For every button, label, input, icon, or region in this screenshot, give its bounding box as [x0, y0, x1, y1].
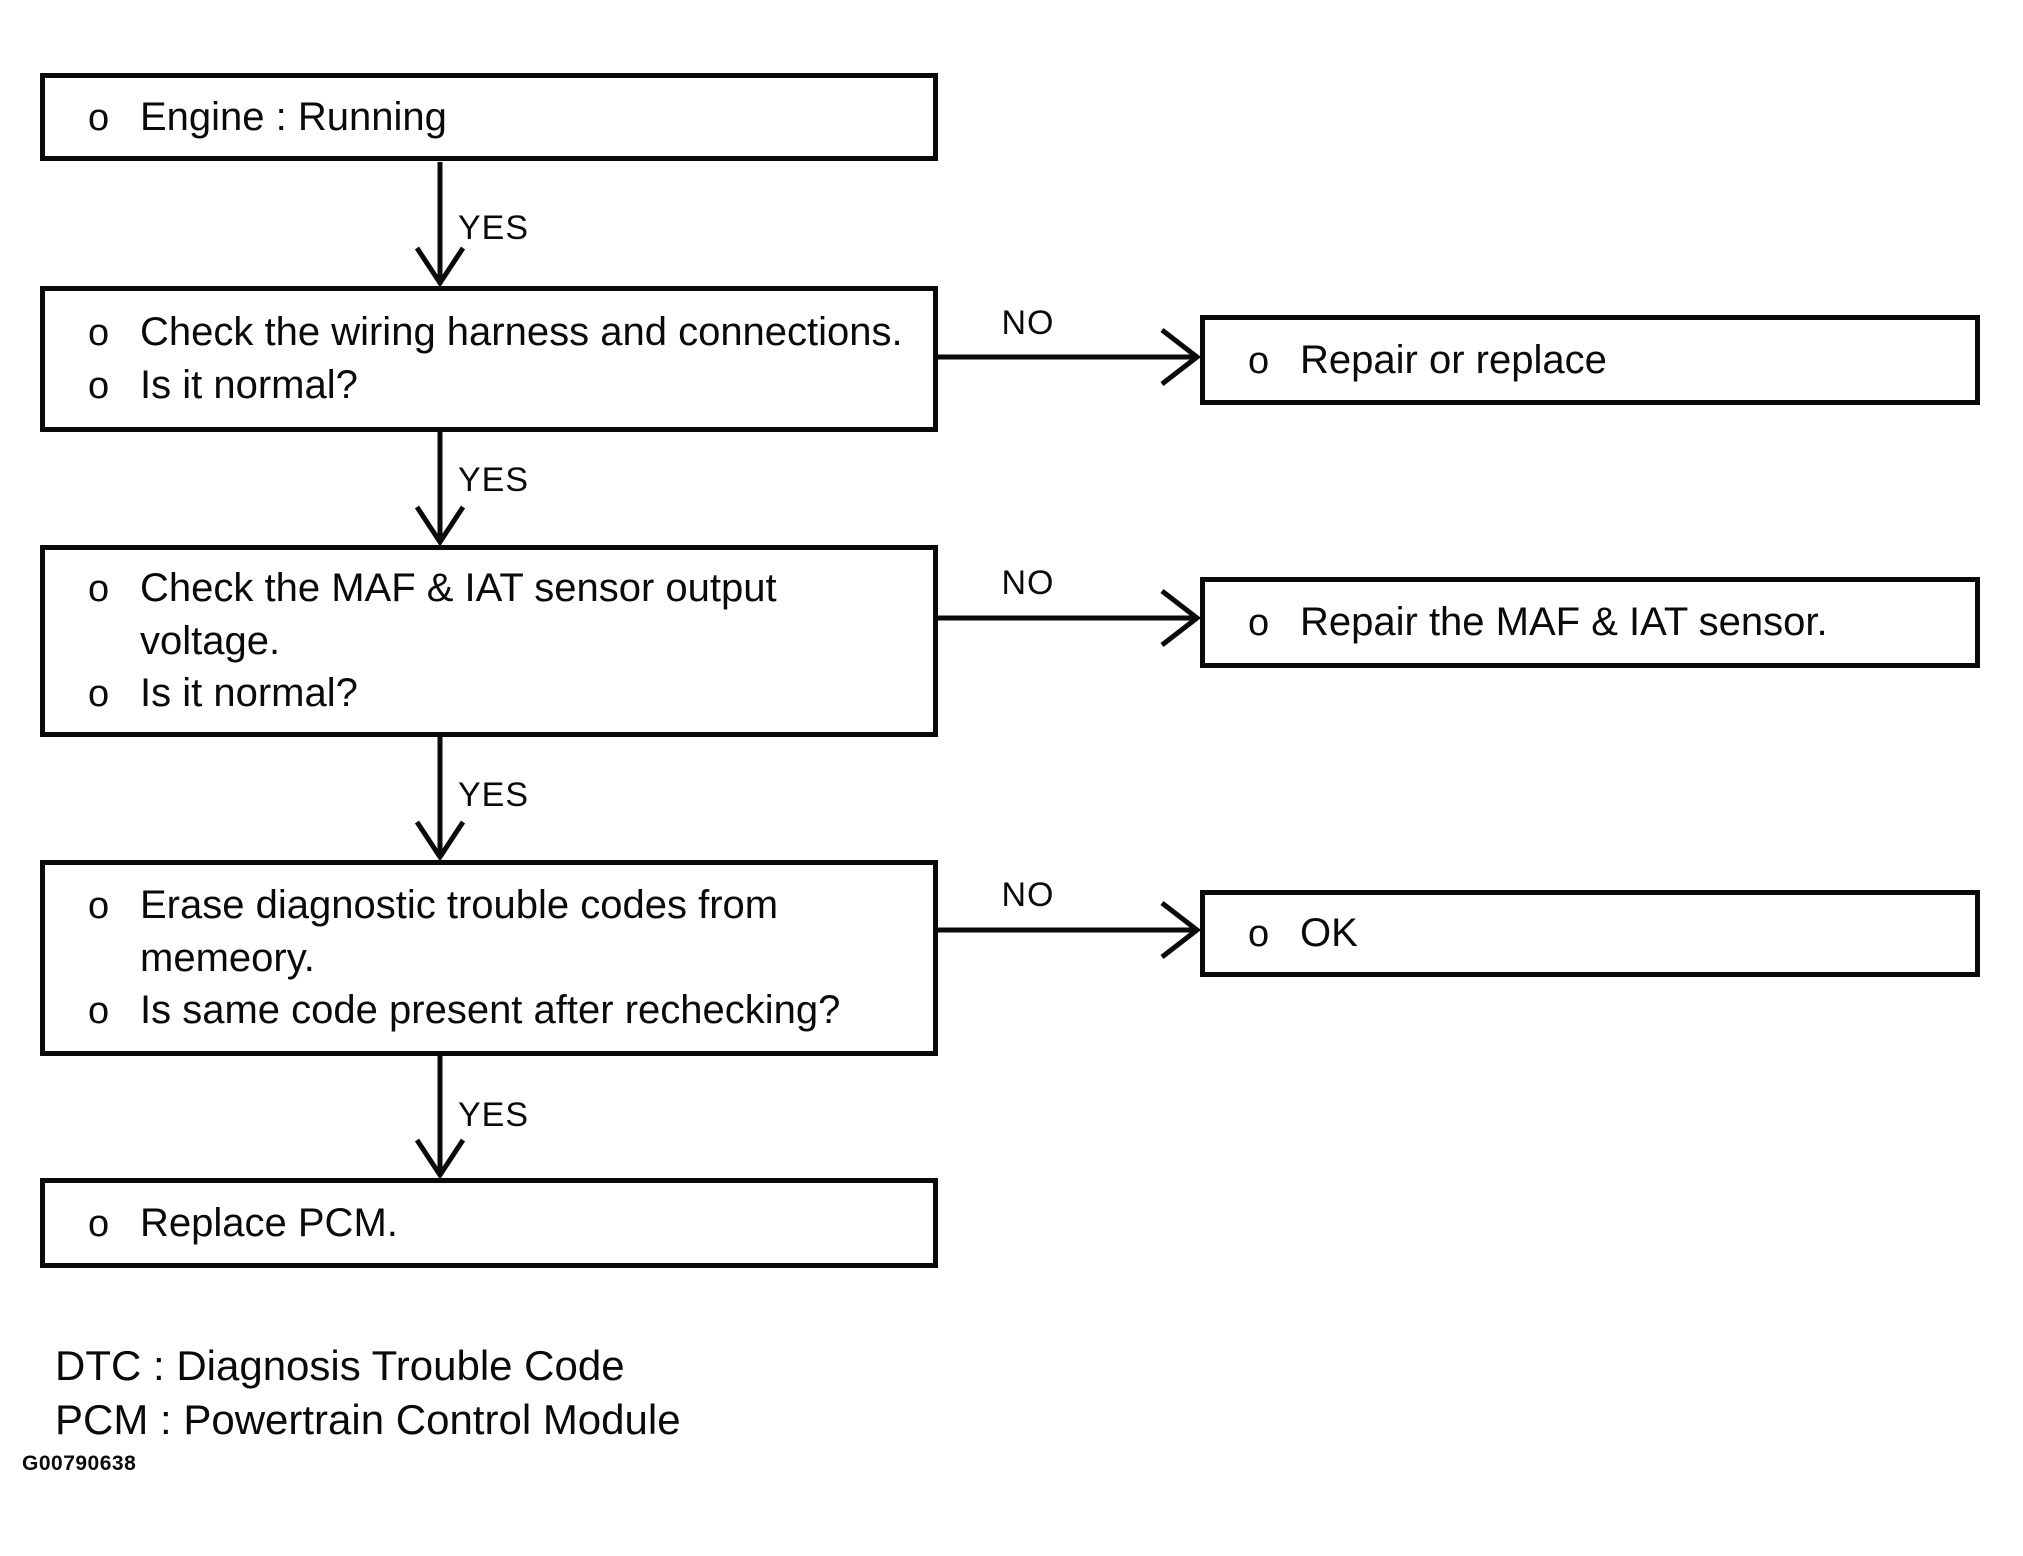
box-line: o Engine : Running — [45, 91, 933, 144]
bullet-marker: o — [88, 96, 110, 139]
yes-label-2: YES — [458, 461, 530, 499]
arrowhead-no-2 — [1160, 589, 1202, 647]
no-label-3: NO — [1001, 876, 1055, 914]
box-line-text: Repair the MAF & IAT sensor. — [1300, 600, 1828, 644]
flow-box-engine-running: o Engine : Running — [40, 73, 938, 161]
bullet-marker: o — [88, 568, 110, 610]
arrowhead-no-1 — [1160, 328, 1202, 386]
legend-pcm: PCM : Powertrain Control Module — [55, 1396, 681, 1443]
box-line-text: memeory. — [140, 936, 315, 980]
box-line-text: Engine : Running — [140, 94, 447, 139]
flow-box-check-maf-iat-voltage: o Check the MAF & IAT sensor output volt… — [40, 545, 938, 737]
box-line: o Is same code present after rechecking? — [45, 984, 933, 1037]
box-line-text: Repair or replace — [1300, 337, 1607, 382]
box-line-text: Erase diagnostic trouble codes from — [140, 883, 779, 927]
result-box-repair-maf-iat: o Repair the MAF & IAT sensor. — [1200, 577, 1980, 668]
box-line: o Is it normal? — [45, 667, 933, 720]
box-line: o Replace PCM. — [45, 1197, 933, 1250]
no-label-2: NO — [1001, 564, 1055, 602]
bullet-marker: o — [88, 990, 110, 1032]
flow-box-replace-pcm: o Replace PCM. — [40, 1178, 938, 1268]
box-line: o Check the wiring harness and connectio… — [45, 306, 933, 359]
bullet-marker: o — [1248, 602, 1270, 644]
box-line: o Repair the MAF & IAT sensor. — [1205, 596, 1975, 649]
bullet-marker: o — [1248, 913, 1270, 955]
bullet-marker: o — [88, 885, 110, 927]
yes-label-1: YES — [458, 209, 530, 247]
box-line-text: Check the wiring harness and connections… — [140, 310, 903, 354]
arrowhead-down-2 — [414, 505, 466, 547]
box-line-text: OK — [1300, 911, 1358, 955]
arrowhead-down-3 — [414, 820, 466, 862]
arrowhead-no-3 — [1160, 901, 1202, 959]
box-line: o Check the MAF & IAT sensor output — [45, 562, 933, 615]
bullet-marker: o — [88, 673, 110, 715]
figure-id: G00790638 — [22, 1452, 137, 1475]
box-line-text: Replace PCM. — [140, 1200, 398, 1245]
bullet-marker: o — [88, 1202, 110, 1245]
box-line-text: Is same code present after rechecking? — [140, 988, 841, 1032]
box-line: voltage. — [45, 615, 933, 667]
arrowhead-down-1 — [414, 246, 466, 288]
bullet-marker: o — [1248, 339, 1270, 382]
result-box-ok: o OK — [1200, 890, 1980, 977]
legend: DTC : Diagnosis Trouble Code PCM : Power… — [55, 1339, 681, 1447]
box-line-text: Is it normal? — [140, 671, 358, 715]
box-line-text: voltage. — [140, 619, 281, 663]
box-line: o Is it normal? — [45, 359, 933, 412]
box-line: memeory. — [45, 932, 933, 984]
flow-box-erase-dtc: o Erase diagnostic trouble codes from me… — [40, 860, 938, 1056]
box-line: o Repair or replace — [1205, 334, 1975, 387]
flow-box-check-wiring: o Check the wiring harness and connectio… — [40, 286, 938, 432]
yes-label-4: YES — [458, 1096, 530, 1134]
arrowhead-down-4 — [414, 1138, 466, 1180]
yes-label-3: YES — [458, 776, 530, 814]
result-box-repair-or-replace: o Repair or replace — [1200, 315, 1980, 405]
legend-dtc: DTC : Diagnosis Trouble Code — [55, 1342, 625, 1389]
bullet-marker: o — [88, 312, 110, 354]
no-label-1: NO — [1001, 304, 1055, 342]
box-line: o OK — [1205, 907, 1975, 960]
box-line-text: Is it normal? — [140, 363, 358, 407]
bullet-marker: o — [88, 365, 110, 407]
box-line-text: Check the MAF & IAT sensor output — [140, 566, 777, 610]
box-line: o Erase diagnostic trouble codes from — [45, 879, 933, 932]
